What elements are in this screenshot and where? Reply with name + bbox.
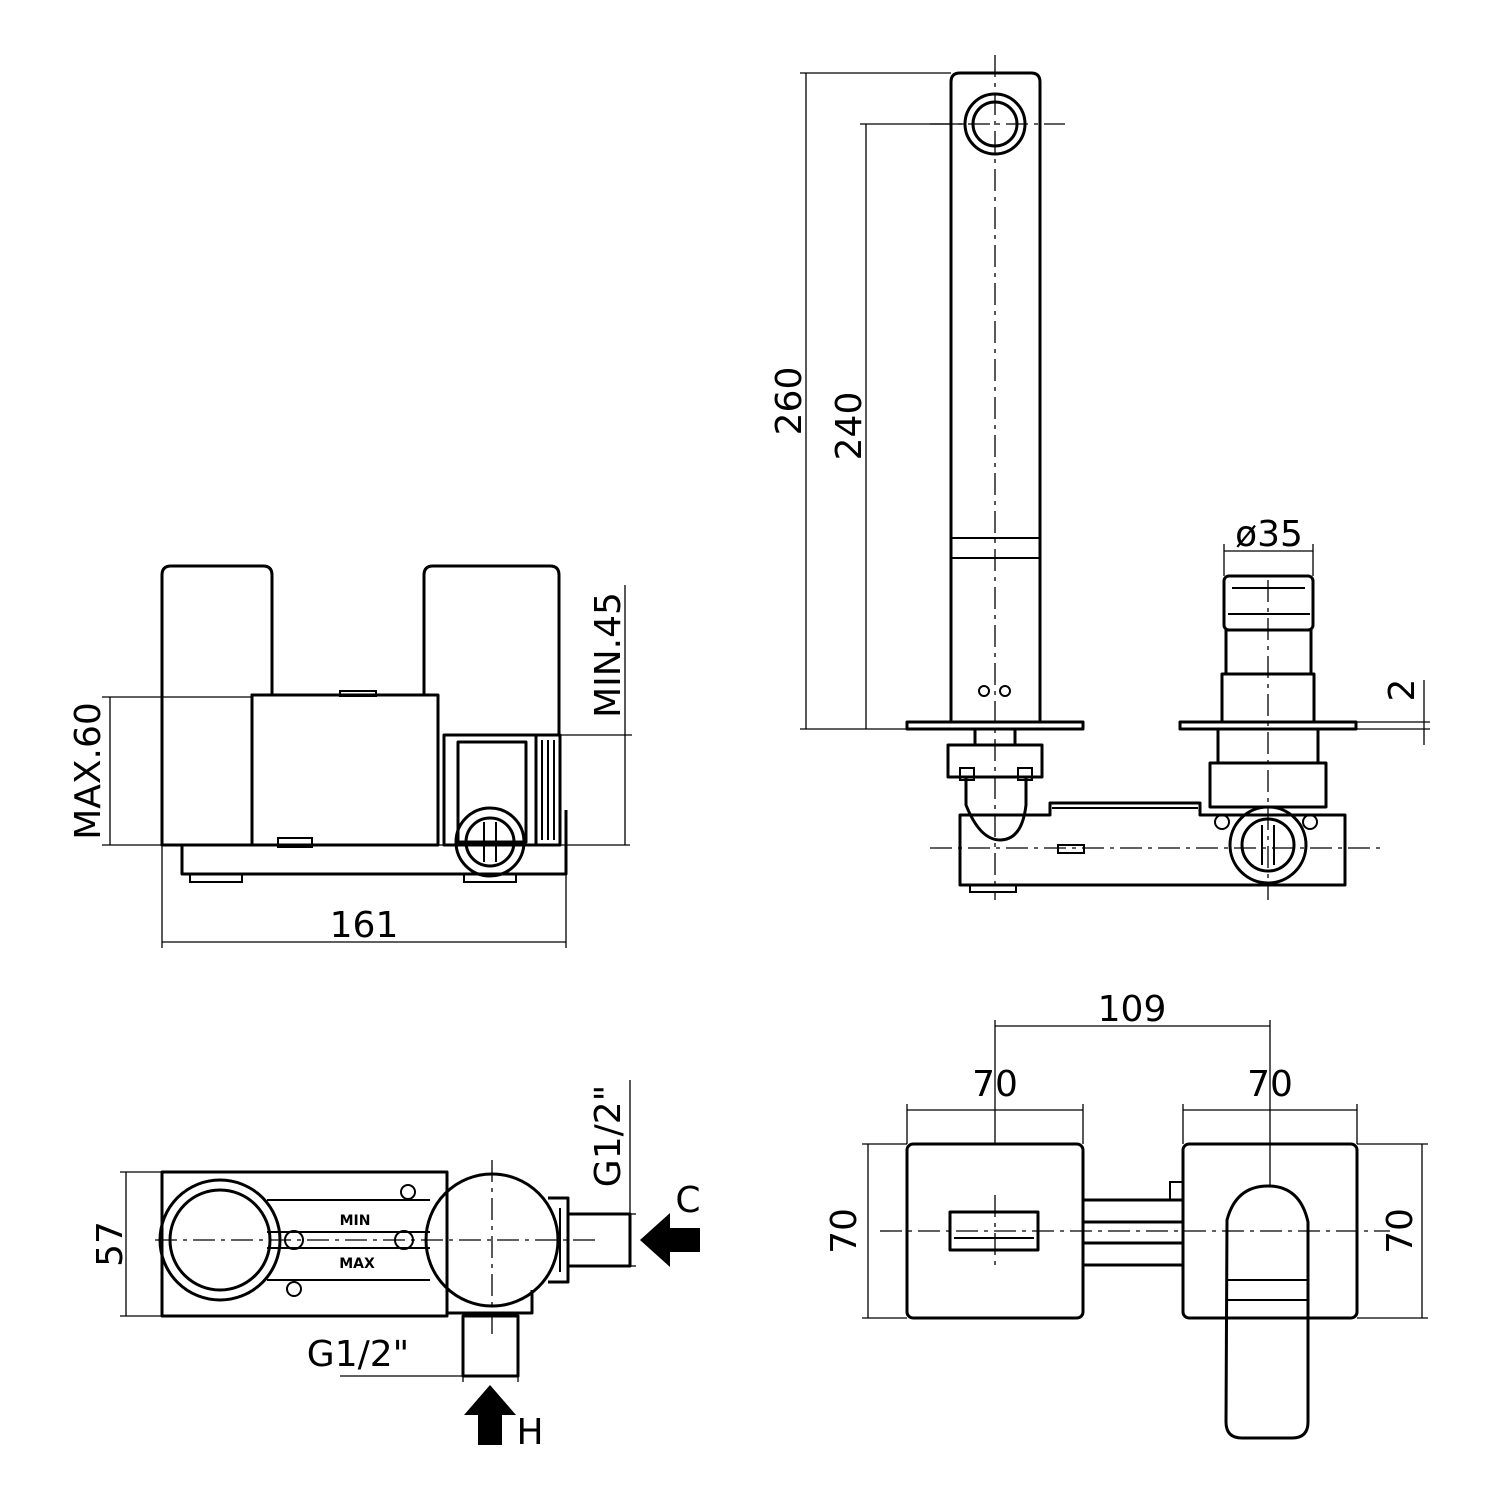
min-depth-label: MIN.45	[588, 592, 629, 718]
cold-arrow-icon	[640, 1213, 700, 1267]
hot-label: H	[516, 1412, 543, 1453]
plate-right-width-label: 70	[1247, 1064, 1293, 1105]
cold-label: C	[675, 1180, 700, 1221]
side-view-centerlines	[930, 55, 1380, 900]
plate-thickness-label: 2	[1382, 679, 1423, 702]
max-marking: MAX	[339, 1256, 375, 1272]
top-view-dimensions: 57 G1/2" G1/2"	[90, 1080, 636, 1382]
side-view-spout	[905, 71, 1085, 842]
plate-left-width-label: 70	[972, 1064, 1018, 1105]
plates-dimensions: 109 70 70 70 70	[824, 989, 1428, 1319]
total-height-label: 260	[769, 367, 810, 436]
side-view-body	[958, 801, 1347, 893]
cold-inlet-arrow: C	[640, 1180, 701, 1267]
handle-diameter-label: ø35	[1235, 514, 1303, 555]
plates-centerlines	[880, 1195, 1390, 1270]
spout-height-label: 240	[829, 392, 870, 461]
body-width-label: 161	[330, 905, 399, 946]
top-view-centerlines	[155, 1160, 600, 1340]
plate-left-height-label: 70	[824, 1208, 865, 1254]
hot-arrow-icon	[464, 1385, 516, 1445]
front-view-dimensions: MAX.60 MIN.45 161	[68, 585, 632, 948]
center-distance-label: 109	[1098, 989, 1167, 1030]
cold-inlet-thread-label: G1/2"	[588, 1085, 629, 1187]
body-depth-label: 57	[90, 1221, 131, 1267]
max-depth-label: MAX.60	[68, 702, 109, 840]
hot-inlet-arrow: H	[464, 1385, 544, 1453]
plate-right-height-label: 70	[1380, 1208, 1421, 1254]
side-view-dimensions: 260 240 ø35 2	[769, 72, 1430, 745]
plates-front-view	[905, 1142, 1359, 1440]
front-view-body	[160, 564, 568, 883]
min-marking: MIN	[340, 1213, 371, 1229]
hot-inlet-thread-label: G1/2"	[307, 1334, 409, 1375]
